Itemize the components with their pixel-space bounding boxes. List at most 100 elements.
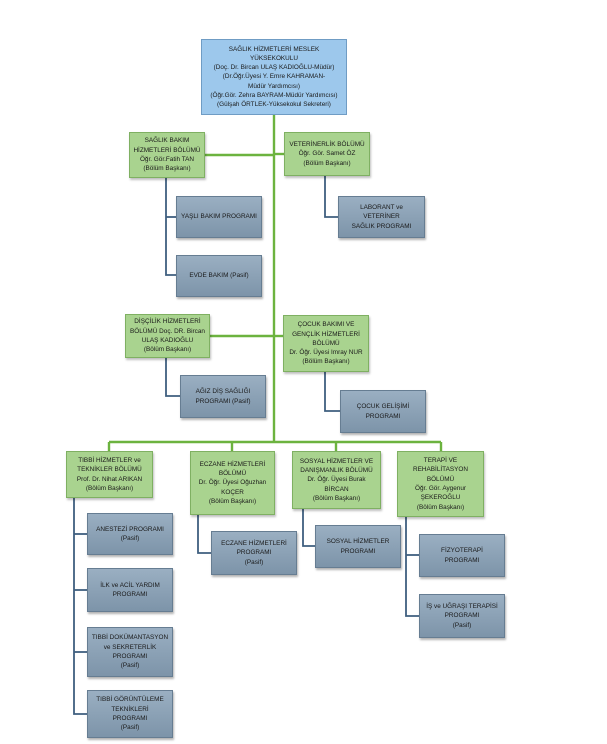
dept-head-title: (Bölüm Başkanı)	[303, 159, 351, 167]
program-name: PROGRAMI	[365, 412, 401, 420]
dept-head-title: (Bölüm Başkanı)	[312, 494, 361, 502]
dept-name: BÖLÜMÜ	[218, 470, 247, 478]
dept-tibbi-hizmetler: TIBBİ HİZMETLER ve TEKNİKLER BÖLÜMÜ Prof…	[66, 451, 153, 498]
dept-head: KOÇER	[221, 488, 244, 496]
school-secretary: (Gülşah ÖRTLEK-Yüksekokul Sekreteri)	[217, 101, 331, 109]
program-anestezi: ANESTEZİ PROGRAMI (Pasif)	[87, 513, 173, 555]
vice-director-1b: Müdür Yardımcısı)	[248, 82, 300, 90]
program-name: TIBBİ DOKÜMANTASYON	[91, 634, 169, 642]
program-connector-5	[73, 498, 87, 715]
program-is-ugrasi: İŞ ve UĞRAŞI TERAPİSİ PROGRAMI (Pasif)	[419, 594, 505, 638]
program-tibbi-goruntuleme: TIBBİ GÖRÜNTÜLEME TEKNİKLERİ PROGRAMI (P…	[87, 690, 173, 738]
vice-director-2: (Öğr.Gör. Zehra BAYRAM-Müdür Yardımcısı)	[210, 91, 338, 99]
program-name: İLK ve ACİL YARDIM	[100, 581, 160, 589]
dept-name: HİZMETLERİ BÖLÜMÜ	[133, 146, 201, 154]
dept-cocuk-bakimi: ÇOCUK BAKIMI VE GENÇLİK HİZMETLERİ BÖLÜM…	[283, 315, 369, 372]
program-name: SOSYAL HİZMETLER	[326, 538, 390, 546]
program-connector-10	[302, 509, 315, 547]
vice-director-1a: (Dr.Öğr.Üyesi Y. Emre KAHRAMAN-	[222, 73, 326, 81]
program-name: (Pasif)	[244, 558, 264, 566]
program-yasli-bakim: YAŞLI BAKIM PROGRAMI	[176, 196, 262, 238]
program-agiz-dis: AĞIZ DİŞ SAĞLIĞI PROGRAMI (Pasif)	[180, 375, 266, 418]
dept-name: SAĞLIK BAKIM	[144, 137, 190, 145]
dept-head: Dr. Öğr. Üyesi Imray NUR	[289, 349, 363, 357]
dept-head: Dr. Öğr. Üyesi Burak	[307, 476, 366, 484]
dept-head: ULAŞ KADIOĞLU	[141, 337, 194, 344]
program-name: (Pasif)	[120, 662, 140, 670]
program-name: SAĞLIK PROGRAMI	[351, 222, 412, 230]
dept-terapi: TERAPİ VE REHABİLİTASYON BÖLÜMÜ Öğr. Gör…	[397, 451, 484, 517]
program-name: (Pasif)	[120, 724, 140, 732]
dept-name: TERAPİ VE	[423, 457, 458, 465]
dept-head: Öğr. Gör.Fatih TAN	[139, 156, 195, 163]
dept-name: VETERİNERLİK BÖLÜMÜ	[289, 141, 365, 149]
program-name: PROGRAMI	[236, 549, 272, 557]
dept-name: DANIŞMANLIK BÖLÜMÜ	[300, 467, 373, 475]
dept-sosyal: SOSYAL HİZMETLER VE DANIŞMANLIK BÖLÜMÜ D…	[292, 451, 381, 509]
program-name: PROGRAMI	[112, 653, 148, 660]
program-connector-0	[165, 178, 176, 276]
dept-name: REHABİLİTASYON	[413, 466, 468, 474]
program-name: İŞ ve UĞRAŞI TERAPİSİ	[426, 603, 498, 611]
dept-name: TIBBİ HİZMETLER ve	[78, 456, 141, 464]
dept-head: Öğr. Gör. Samet ÖZ	[298, 150, 356, 158]
dept-head-title: (Bölüm Başkanı)	[143, 346, 192, 354]
program-name: TEKNİKLERİ	[111, 705, 149, 713]
dept-discilik: DİŞÇİLİK HİZMETLERİ BÖLÜMÜ Doç. DR. Birc…	[125, 314, 210, 358]
program-name: ve SEKRETERLİK	[103, 643, 157, 651]
dept-head: BİRCAN	[324, 485, 349, 493]
director: (Doç. Dr. Bircan ULAŞ KADIOĞLU-Müdür)	[213, 64, 335, 72]
dept-name: BÖLÜMÜ Doç. DR. Bircan	[130, 327, 205, 335]
program-name: ÇOCUK GELİŞİMİ	[356, 403, 410, 411]
program-name: ANESTEZİ PROGRAMI	[96, 525, 164, 533]
program-name: LABORANT ve VETERİNER	[360, 204, 403, 221]
school-head-box: SAĞLIK HİZMETLERİ MESLEK YÜKSEKOKULU (Do…	[201, 39, 347, 115]
school-name: SAĞLIK HİZMETLERİ MESLEK YÜKSEKOKULU	[228, 45, 320, 62]
dept-head-title: (Bölüm Başkanı)	[85, 484, 134, 492]
dept-name: SOSYAL HİZMETLER VE	[299, 457, 374, 465]
dept-name: ECZANE HİZMETLERİ	[199, 460, 266, 468]
program-name: EVDE BAKIM (Pasif)	[189, 272, 249, 280]
dept-name: BÖLÜMÜ	[426, 475, 455, 483]
dept-name: ÇOCUK BAKIMI VE	[297, 321, 355, 329]
program-laborant: LABORANT ve VETERİNER SAĞLIK PROGRAMI	[338, 196, 425, 238]
program-connector-3	[165, 358, 180, 397]
program-connector-11	[405, 517, 419, 617]
program-name: PROGRAMI	[444, 612, 480, 620]
program-name: (Pasif)	[120, 535, 140, 542]
program-name: FİZYOTERAPİ PROGRAMI	[441, 547, 483, 564]
program-name: AĞIZ DİŞ SAĞLIĞI	[195, 388, 251, 396]
dept-eczane: ECZANE HİZMETLERİ BÖLÜMÜ Dr. Öğr. Üyesi …	[190, 451, 275, 515]
program-name: TIBBİ GÖRÜNTÜLEME	[96, 696, 164, 704]
program-connector-2	[324, 176, 338, 218]
dept-name: BÖLÜMÜ	[312, 339, 340, 347]
dept-head-title: (Bölüm Başkanı)	[416, 503, 465, 511]
program-sosyal: SOSYAL HİZMETLER PROGRAMI	[315, 525, 401, 568]
program-ilk-acil: İLK ve ACİL YARDIM PROGRAMI	[87, 568, 173, 612]
program-evde-bakim: EVDE BAKIM (Pasif)	[176, 255, 262, 297]
dept-head: ŞEKEROĞLU	[420, 494, 461, 502]
program-name: (Pasif)	[452, 621, 472, 629]
program-eczane: ECZANE HİZMETLERİ PROGRAMI (Pasif)	[211, 531, 297, 575]
dept-head-title: (Bölüm Başkanı)	[143, 165, 191, 173]
program-name: PROGRAMI	[112, 591, 148, 598]
dept-name: DİŞÇİLİK HİZMETLERİ	[134, 318, 201, 326]
program-cocuk-gelisimi: ÇOCUK GELİŞİMİ PROGRAMI	[340, 390, 426, 433]
program-name: PROGRAMI	[340, 547, 376, 555]
dept-name: GENÇLİK HİZMETLERİ	[292, 330, 360, 338]
dept-head: Prof. Dr. Nihat ARIKAN	[76, 475, 143, 483]
dept-veterinerlik: VETERİNERLİK BÖLÜMÜ Öğr. Gör. Samet ÖZ (…	[284, 132, 370, 176]
program-connector-9	[197, 515, 211, 554]
program-name: ECZANE HİZMETLERİ	[221, 540, 287, 548]
program-name: PROGRAMI	[112, 715, 148, 722]
program-fizyoterapi: FİZYOTERAPİ PROGRAMI	[419, 534, 505, 577]
dept-head-title: (Bölüm Başkanı)	[302, 358, 350, 366]
program-name: YAŞLI BAKIM PROGRAMI	[181, 213, 257, 221]
dept-head: Dr. Öğr. Üyesi Oğuzhan	[198, 479, 267, 487]
dept-name: TEKNİKLER BÖLÜMÜ	[77, 466, 142, 474]
dept-saglik-bakim: SAĞLIK BAKIM HİZMETLERİ BÖLÜMÜ Öğr. Gör.…	[129, 132, 205, 178]
dept-head-title: (Bölüm Başkanı)	[208, 497, 257, 505]
program-connector-4	[324, 372, 340, 412]
dept-head: Öğr. Gör. Aygenur	[414, 485, 467, 492]
